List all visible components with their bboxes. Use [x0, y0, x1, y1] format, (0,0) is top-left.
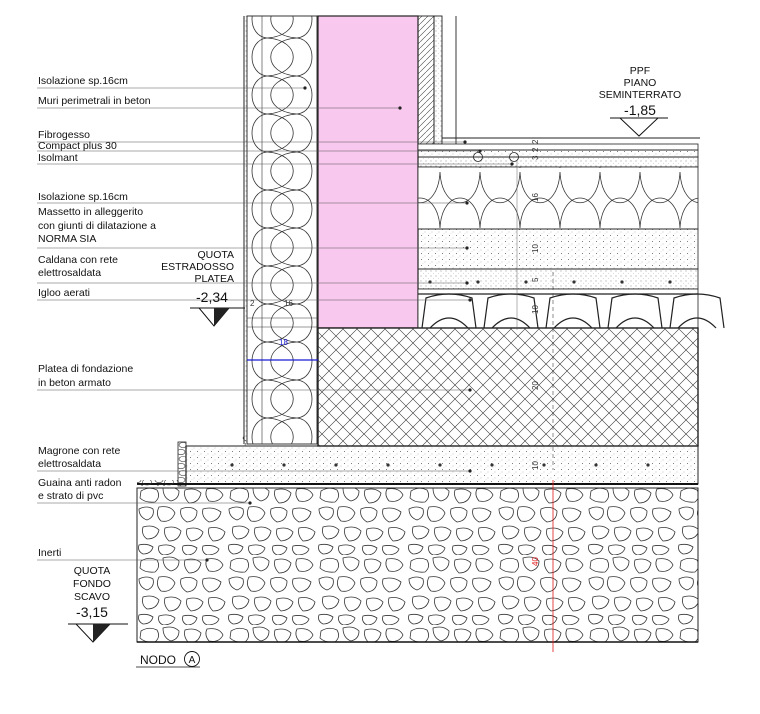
level-ppf-line1: PPF — [630, 65, 650, 77]
dim-16-floor: 16 — [531, 193, 540, 202]
leader-ends — [205, 86, 514, 562]
dim-2-wall: 2 — [250, 299, 255, 308]
dim-10-magrone: 10 — [531, 461, 540, 470]
level-fondo-line2: FONDO — [73, 578, 111, 590]
rebar-dot — [646, 463, 650, 467]
level-fondo-value: -3,15 — [76, 604, 108, 620]
rebar-dot — [542, 463, 546, 467]
caldana-layer — [417, 268, 699, 290]
level-fondo-line3: SCAVO — [74, 591, 110, 603]
wall-lining-fibrogesso — [433, 15, 443, 145]
rebar-dot — [476, 280, 480, 284]
igloo-domes — [418, 293, 725, 329]
level-platea-triangle-fill — [214, 308, 229, 326]
node-label: NODO — [140, 653, 176, 667]
ground-stones — [137, 480, 178, 486]
inerti-hatch — [137, 488, 698, 642]
label-isolmant: Isolmant — [38, 152, 78, 164]
label-platea-1: Platea di fondazione — [38, 363, 133, 375]
rebar-dot — [524, 280, 528, 284]
floor-insulation-hatch — [418, 167, 698, 229]
dim-10-massetto: 10 — [531, 244, 540, 253]
node-id: A — [189, 655, 196, 666]
level-platea-value: -2,34 — [196, 289, 228, 305]
level-ppf-line3: SEMINTERRATO — [599, 89, 681, 101]
label-guaina-2: e strato di pvc — [38, 490, 103, 502]
level-fondo-triangle-fill — [93, 624, 110, 642]
label-guaina-1: Guaina anti radon — [38, 477, 122, 489]
wall-lining-insulation — [417, 15, 435, 145]
isolmant-layer — [417, 156, 699, 168]
label-caldana-2: elettrosaldata — [38, 267, 101, 279]
massetto-layer — [417, 228, 699, 270]
dim-3: 3 — [531, 155, 540, 160]
level-ppf-line2: PIANO — [624, 77, 657, 89]
label-massetto-2: con giunti di dilatazione a — [38, 220, 156, 232]
label-isolazione-floor: Isolazione sp.16cm — [38, 191, 128, 203]
wall-base-stones — [240, 436, 246, 446]
level-ppf-triangle — [618, 117, 660, 137]
rebar-dot — [490, 463, 494, 467]
label-muri: Muri perimetrali in beton — [38, 95, 151, 107]
rebar-dot — [620, 280, 624, 284]
level-platea-line1: QUOTA — [197, 249, 234, 261]
label-fibrogesso: Fibrogesso — [38, 129, 90, 141]
pipe-2 — [509, 152, 519, 162]
rebar-dot — [668, 280, 672, 284]
label-inerti: Inerti — [38, 547, 61, 559]
leader-lines — [37, 87, 512, 561]
rebar-dot — [594, 463, 598, 467]
label-igloo: Igloo aerati — [38, 287, 90, 299]
dim-40: 40 — [531, 557, 540, 566]
dim-5: 5 — [531, 277, 540, 282]
label-magrone-1: Magrone con rete — [38, 445, 120, 457]
magrone-layer — [185, 445, 699, 485]
level-platea-line2: ESTRADOSSO — [161, 261, 234, 273]
dim-2b: 2 — [531, 139, 540, 144]
pipe-1 — [473, 152, 483, 162]
dim-16-wall: 16 — [284, 299, 293, 308]
rebar-dot — [334, 463, 338, 467]
foundation-slab-hatch — [318, 328, 698, 446]
rebar-dot — [282, 463, 286, 467]
edge-block — [177, 441, 187, 487]
material-labels: Isolazione sp.16cm Muri perimetrali in b… — [38, 75, 156, 559]
dim-10-igloo: 10 — [531, 305, 540, 314]
level-ppf-value: -1,85 — [624, 102, 656, 118]
dimension-labels: 3 2 2 16 10 5 10 20 10 2 16 — [250, 139, 540, 470]
label-massetto-1: Massetto in alleggerito — [38, 206, 143, 218]
level-ppf: PPF PIANO SEMINTERRATO -1,85 — [599, 65, 681, 118]
dim-18: 18 — [279, 338, 288, 347]
level-platea-line3: PLATEA — [195, 273, 235, 285]
wall-render-strip — [244, 16, 248, 444]
fibrogesso-layer — [417, 143, 699, 151]
rebar-dot — [572, 280, 576, 284]
level-fondo-line1: QUOTA — [74, 565, 111, 577]
rebar-dot — [386, 463, 390, 467]
label-caldana-1: Caldana con rete — [38, 254, 118, 266]
node-circle — [184, 651, 200, 667]
rebar-dot — [230, 463, 234, 467]
dim-20: 20 — [531, 381, 540, 390]
dim-2a: 2 — [531, 147, 540, 152]
rebar-dot — [438, 463, 442, 467]
label-isolazione-wall: Isolazione sp.16cm — [38, 75, 128, 87]
concrete-wall — [317, 15, 419, 329]
label-magrone-2: elettrosaldata — [38, 458, 101, 470]
label-massetto-3: NORMA SIA — [38, 233, 96, 245]
level-platea: QUOTA ESTRADOSSO PLATEA — [161, 249, 234, 285]
level-fondo: QUOTA FONDO SCAVO -3,15 — [73, 565, 111, 620]
wall-insulation-hatch — [247, 16, 317, 444]
label-platea-2: in beton armato — [38, 377, 111, 389]
label-compact: Compact plus 30 — [38, 140, 117, 152]
